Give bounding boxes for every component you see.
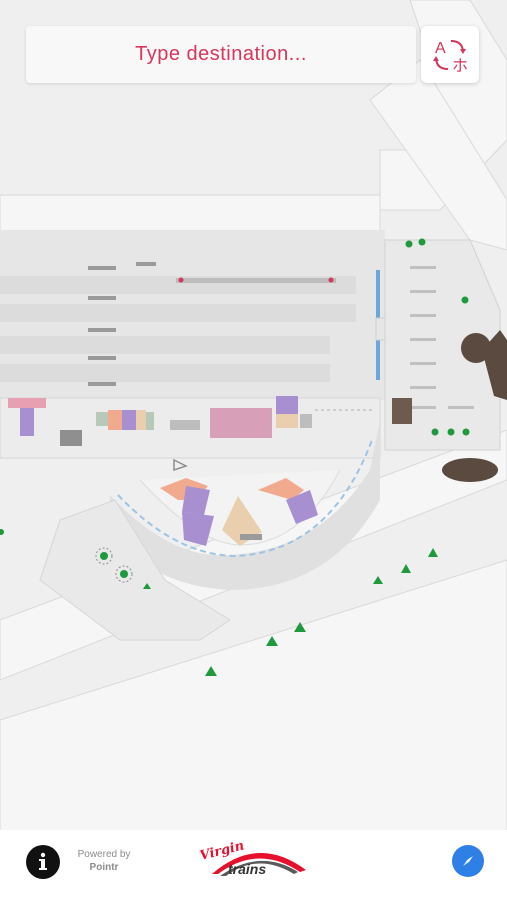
powered-by-label: Powered by bbox=[77, 849, 131, 860]
trees bbox=[0, 238, 470, 676]
language-toggle-button[interactable]: A ホ bbox=[421, 26, 479, 83]
powered-by-brand: Pointr bbox=[89, 862, 119, 873]
latin-glyph: A bbox=[435, 40, 446, 57]
plaza bbox=[39, 499, 231, 641]
footer-bar bbox=[0, 830, 507, 900]
compass-icon bbox=[463, 856, 473, 866]
logo-word-trains: trains bbox=[228, 861, 266, 877]
curved-hall bbox=[110, 420, 380, 590]
platforms bbox=[0, 230, 391, 400]
powered-by: Powered by Pointr bbox=[73, 848, 135, 874]
info-button[interactable] bbox=[26, 845, 60, 879]
compass-button[interactable] bbox=[452, 845, 484, 877]
translate-icon: A ホ bbox=[433, 40, 468, 75]
japanese-glyph: ホ bbox=[452, 56, 468, 75]
car-park bbox=[384, 239, 507, 482]
info-icon bbox=[39, 852, 47, 870]
concourse bbox=[0, 396, 381, 472]
search-placeholder: Type destination... bbox=[135, 43, 307, 65]
virgin-trains-logo: Virgin trains bbox=[198, 840, 306, 877]
search-input[interactable]: Type destination... bbox=[26, 26, 416, 83]
